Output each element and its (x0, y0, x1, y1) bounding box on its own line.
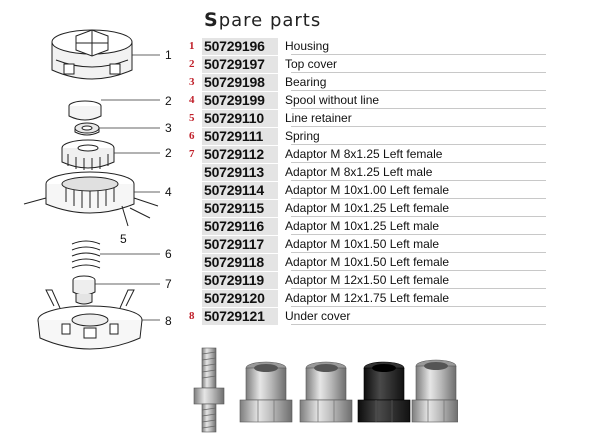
part-index: 3 (189, 76, 195, 88)
part-description: Spool without line (285, 93, 380, 107)
diagram-label: 1 (165, 48, 172, 62)
part-code: 50729110 (202, 110, 278, 127)
list-item: 7 50729112 Adaptor M 8x1.25 Left female (189, 146, 546, 163)
housing-drawing (51, 29, 133, 80)
part-code: 50729116 (202, 218, 278, 235)
part-code: 50729112 (202, 146, 278, 163)
bearing-drawing (74, 122, 100, 136)
diagram-label: 2 (165, 94, 172, 108)
diagram-label: 5 (120, 232, 127, 246)
adaptor-drawing (72, 275, 96, 305)
part-code: 50729196 (202, 38, 278, 55)
part-code: 50729115 (202, 200, 278, 217)
part-code: 50729118 (202, 254, 278, 271)
part-index: 4 (189, 94, 195, 106)
page-title: Spare parts (204, 9, 322, 31)
list-item: 2 50729197 Top cover (189, 56, 546, 73)
diagram-label: 7 (165, 277, 172, 291)
part-index: 6 (189, 130, 195, 142)
list-item: 3 50729198 Bearing (189, 74, 546, 91)
list-item: 50729113 Adaptor M 8x1.25 Left male (189, 164, 546, 181)
list-item: 8 50729121 Under cover (189, 308, 546, 325)
part-code: 50729197 (202, 56, 278, 73)
part-description: Line retainer (285, 111, 352, 125)
part-code: 50729198 (202, 74, 278, 91)
part-code: 50729114 (202, 182, 278, 199)
part-description: Adaptor M 10x1.50 Left male (285, 237, 440, 251)
list-item: 1 50729196 Housing (189, 38, 546, 55)
part-code: 50729121 (202, 308, 278, 325)
male-adaptor-image (193, 347, 225, 433)
part-description: Adaptor M 12x1.75 Left female (285, 291, 450, 305)
part-code: 50729113 (202, 164, 278, 181)
list-item: 50729114 Adaptor M 10x1.00 Left female (189, 182, 546, 199)
part-description: Adaptor M 10x1.50 Left female (285, 255, 450, 269)
part-index: 1 (189, 40, 195, 52)
list-item: 50729118 Adaptor M 10x1.50 Left female (189, 254, 546, 271)
under-cover-drawing (37, 289, 143, 350)
part-index: 5 (189, 112, 195, 124)
part-description: Adaptor M 8x1.25 Left female (285, 147, 443, 161)
female-adaptor-image (411, 359, 458, 423)
diagram-label: 3 (165, 121, 172, 135)
spring-drawing (71, 240, 101, 269)
diagram-label: 6 (165, 247, 172, 261)
top-cover-drawing (68, 100, 102, 121)
list-item: 4 50729199 Spool without line (189, 92, 546, 109)
part-description: Spring (285, 129, 320, 143)
part-description: Adaptor M 10x1.25 Left female (285, 201, 450, 215)
part-code: 50729111 (202, 128, 278, 145)
exploded-diagram (23, 29, 160, 350)
list-item: 50729120 Adaptor M 12x1.75 Left female (189, 290, 546, 307)
list-item: 50729116 Adaptor M 10x1.25 Left male (189, 218, 546, 235)
part-description: Bearing (285, 75, 327, 89)
list-item: 50729117 Adaptor M 10x1.50 Left male (189, 236, 546, 253)
part-description: Adaptor M 10x1.25 Left male (285, 219, 440, 233)
adaptors-photo (193, 347, 458, 433)
part-code: 50729120 (202, 290, 278, 307)
part-description: Top cover (285, 57, 338, 71)
diagram-label: 2 (165, 146, 172, 160)
list-item: 50729119 Adaptor M 12x1.50 Left female (189, 272, 546, 289)
female-adaptor-image (239, 361, 293, 423)
part-code: 50729119 (202, 272, 278, 289)
spool-drawing (23, 171, 159, 227)
list-item: 5 50729110 Line retainer (189, 110, 546, 127)
part-description: Adaptor M 8x1.25 Left male (285, 165, 433, 179)
spool-nut-drawing (61, 139, 115, 170)
part-description: Adaptor M 12x1.50 Left female (285, 273, 450, 287)
part-code: 50729117 (202, 236, 278, 253)
part-description: Under cover (285, 309, 351, 323)
diagram-label: 4 (165, 185, 172, 199)
list-item: 6 50729111 Spring (189, 128, 546, 145)
part-index: 7 (189, 148, 195, 160)
part-index: 8 (189, 310, 195, 322)
part-index: 2 (189, 58, 195, 70)
female-adaptor-image (299, 361, 353, 423)
female-adaptor-black-image (357, 361, 411, 423)
part-code: 50729199 (202, 92, 278, 109)
part-description: Housing (285, 39, 330, 53)
part-description: Adaptor M 10x1.00 Left female (285, 183, 450, 197)
diagram-label: 8 (165, 314, 172, 328)
list-item: 50729115 Adaptor M 10x1.25 Left female (189, 200, 546, 217)
